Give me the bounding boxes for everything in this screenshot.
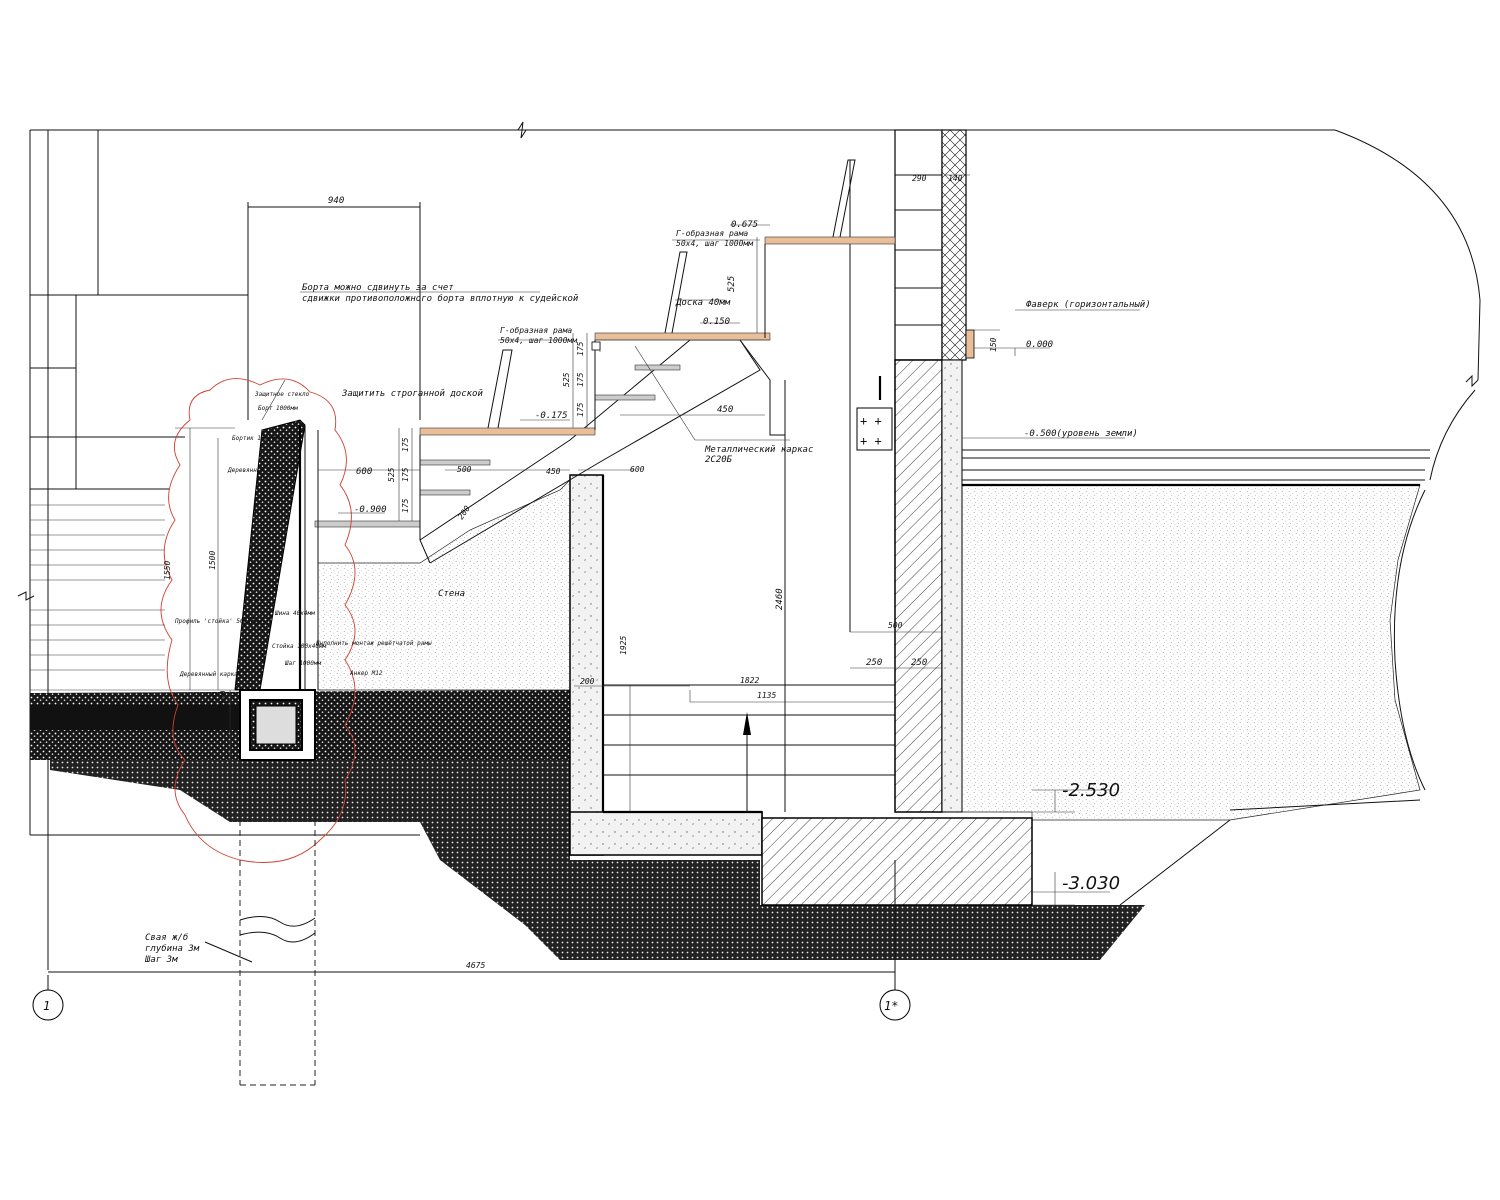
dim-1822: 1822	[740, 676, 759, 685]
dim-500a: 500	[457, 465, 472, 474]
dimension-texts: 940 290 140 0.675 525 0.150 175 175 175 …	[163, 174, 1120, 970]
board-note-11: Анкер М12	[349, 670, 383, 677]
pit-structure	[569, 474, 895, 856]
dim-450a: 450	[717, 405, 733, 415]
dim-0175: -0.175	[535, 411, 568, 421]
board-note-8: Деревянный каркас	[179, 671, 242, 678]
note-frame-left-2: 50х4, шаг 1000мм	[500, 336, 578, 345]
axis-label-1: 1	[43, 999, 50, 1013]
dim-600a: 600	[356, 467, 372, 477]
annotation-texts: Борта можно сдвинуть за счет сдвижки про…	[43, 228, 1151, 1013]
board-note-9: Выполнить монтаж решётчатой рамы	[316, 640, 432, 647]
stair-structure	[314, 159, 896, 812]
dim-2460: 2460	[775, 588, 785, 610]
dim-175c: 175	[576, 402, 585, 417]
note-top-line2: сдвижки противоположного борта вплотную …	[302, 293, 579, 304]
dim-1925: 1925	[619, 636, 628, 655]
note-pile-1: Свая ж/б	[145, 932, 188, 943]
note-board-40: Доска 40мм	[675, 298, 731, 308]
board-note-3: Бортик 100х80мм	[232, 435, 287, 442]
note-metal-frame-2: 2С20Б	[705, 455, 733, 465]
dim-250b: 250	[911, 658, 927, 668]
board-note-10: Шаг 1000мм	[284, 660, 322, 667]
dim-150: 150	[989, 337, 998, 352]
note-protect: Защитить строганной доской	[341, 389, 483, 399]
elev-2530: -2.530	[1062, 780, 1120, 801]
dim-0150: 0.150	[703, 317, 730, 327]
dim-140: 140	[948, 174, 963, 183]
soil-stipple-right	[961, 484, 1421, 821]
svg-text:+ +: + +	[860, 414, 882, 428]
board-note-7: Стойка 100х40мм	[272, 643, 327, 650]
note-metal-frame-1: Металлический каркас	[704, 445, 813, 455]
left-grid	[17, 121, 850, 970]
dim-600b: 600	[630, 465, 645, 474]
note-pile-3: Шаг 3м	[144, 955, 178, 965]
board-note-4: Деревянный каркас	[227, 467, 290, 474]
dim-1500: 1500	[208, 551, 217, 570]
note-wall: Стена	[438, 589, 465, 599]
note-pile-2: глубина 3м	[145, 943, 200, 954]
dim-0675: 0.675	[731, 220, 758, 230]
dim-525c: 525	[387, 467, 396, 482]
dim-525a: 525	[727, 276, 737, 292]
curved-border	[850, 129, 1481, 906]
ice-board	[175, 202, 421, 761]
dim-000: 0.000	[1026, 340, 1053, 350]
dim-4675: 4675	[466, 961, 485, 970]
board-note-2: Борт 1000мм	[258, 405, 298, 412]
board-detail-notes: Защитное стекло Борт 1000мм Бортик 100х8…	[174, 391, 432, 678]
dim-525b: 525	[562, 372, 571, 387]
dim-250a: 250	[866, 658, 882, 668]
dim-175d: 175	[401, 437, 410, 452]
dim-175f: 175	[401, 498, 410, 513]
dim-200b: 200	[580, 677, 595, 686]
note-faver: Фаверк (горизонтальный)	[1026, 300, 1151, 310]
dim-175b: 175	[576, 372, 585, 387]
dim-500b: 500	[888, 621, 903, 630]
note-top-line1: Борта можно сдвинуть за счет	[302, 283, 454, 293]
dim-175e: 175	[401, 467, 410, 482]
board-note-5: Профиль 'стойка' 50х50мм	[174, 618, 262, 625]
dim-1550: 1550	[163, 561, 172, 580]
building-wall: + + + +	[856, 129, 1430, 813]
elev-3030: -3.030	[1062, 873, 1120, 894]
note-frame-right-1: Г-образная рама	[676, 228, 748, 238]
wall-footing	[761, 817, 1033, 906]
note-frame-right-2: 50х4, шаг 1000мм	[676, 239, 754, 248]
dim-290: 290	[912, 174, 927, 183]
note-frame-left-1: Г-образная рама	[500, 325, 572, 335]
dim-450b: 450	[546, 467, 561, 476]
dim-940: 940	[328, 196, 344, 206]
dim-120: 120	[219, 690, 228, 705]
pile	[204, 760, 316, 1086]
dim-175a: 175	[576, 341, 585, 356]
dim-0900: -0.900	[354, 505, 387, 515]
board-note-1: Защитное стекло	[254, 391, 310, 398]
dim-1135: 1135	[757, 691, 776, 700]
svg-text:+ +: + +	[860, 434, 882, 448]
soil-stipple-left	[317, 479, 571, 691]
board-note-6: Шина 40х4мм	[274, 610, 315, 617]
note-ground-level: -0.500(уровень земли)	[1024, 429, 1138, 439]
dim-lines-right	[261, 174, 1140, 906]
axis-lines	[32, 860, 911, 1021]
axis-label-1-star: 1*	[884, 999, 898, 1013]
